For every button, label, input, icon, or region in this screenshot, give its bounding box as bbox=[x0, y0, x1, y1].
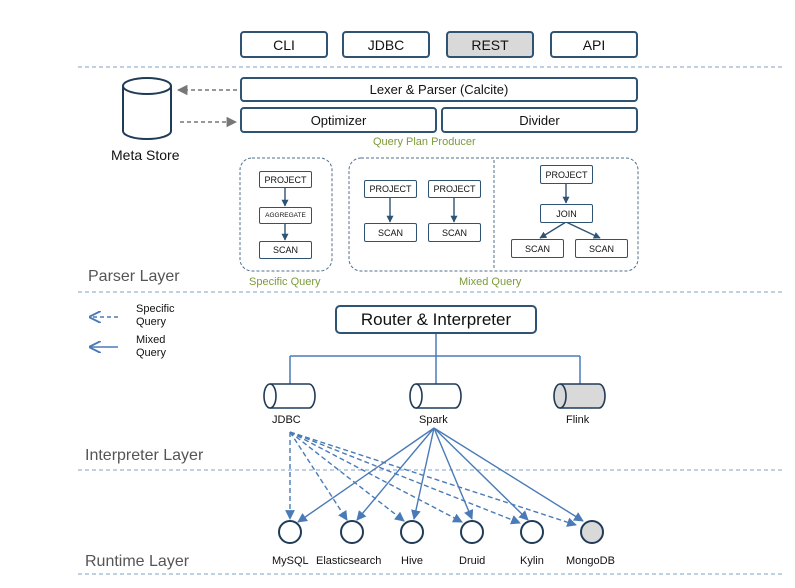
hive-node bbox=[400, 520, 424, 544]
legend-mixed-line2: Query bbox=[136, 347, 166, 359]
mixed-query-label: Mixed Query bbox=[459, 276, 522, 288]
plan-tree-edges bbox=[281, 184, 601, 241]
lexer-parser-box: Lexer & Parser (Calcite) bbox=[240, 77, 638, 102]
router-interpreter-box: Router & Interpreter bbox=[335, 305, 537, 334]
specific-aggregate-node: AGGREGATE bbox=[259, 207, 312, 224]
mixed-scan-node-a: SCAN bbox=[364, 223, 417, 242]
router-connectors bbox=[289, 333, 581, 384]
hive-label: Hive bbox=[401, 555, 424, 567]
meta-store-label: Meta Store bbox=[111, 147, 180, 163]
mysql-node bbox=[278, 520, 302, 544]
mixed-scan-node-d: SCAN bbox=[575, 239, 628, 258]
legend-mixed-line1: Mixed bbox=[136, 334, 166, 346]
rest-box: REST bbox=[446, 31, 534, 58]
mixed-query-group bbox=[348, 157, 639, 272]
api-box: API bbox=[550, 31, 638, 58]
jdbc-runtime-arrows bbox=[285, 431, 577, 527]
elasticsearch-node bbox=[340, 520, 364, 544]
legend-specific-line2: Query bbox=[136, 316, 166, 328]
mixed-project-node-c: PROJECT bbox=[540, 165, 593, 184]
mongodb-node bbox=[580, 520, 604, 544]
interpreter-layer-label: Interpreter Layer bbox=[85, 447, 204, 464]
spark-runtime-arrows bbox=[297, 427, 584, 523]
jdbc-interpreter-cylinder bbox=[263, 383, 316, 409]
meta-store-cylinder bbox=[122, 77, 172, 140]
specific-query-label: Specific Query bbox=[249, 276, 321, 288]
mixed-project-node-b: PROJECT bbox=[428, 180, 481, 198]
jdbc-interpreter-label: JDBC bbox=[272, 414, 301, 426]
spark-interpreter-label: Spark bbox=[419, 414, 448, 426]
specific-scan-node: SCAN bbox=[259, 241, 312, 259]
mixed-scan-node-c: SCAN bbox=[511, 239, 564, 258]
mixed-scan-node-b: SCAN bbox=[428, 223, 481, 242]
flink-interpreter-cylinder bbox=[553, 383, 606, 409]
parser-layer-label: Parser Layer bbox=[88, 268, 180, 285]
elasticsearch-label: Elasticsearch bbox=[316, 555, 382, 567]
layer-separators bbox=[78, 66, 782, 575]
mysql-label: MySQL bbox=[272, 555, 309, 567]
kylin-node bbox=[520, 520, 544, 544]
druid-node bbox=[460, 520, 484, 544]
mixed-project-node-a: PROJECT bbox=[364, 180, 417, 198]
legend-mixed-label: Mixed Query bbox=[136, 334, 166, 360]
flink-interpreter-label: Flink bbox=[566, 414, 590, 426]
legend-specific-label: Specific Query bbox=[136, 303, 175, 329]
runtime-layer-label: Runtime Layer bbox=[85, 553, 190, 570]
specific-query-group bbox=[239, 157, 333, 272]
spark-interpreter-cylinder bbox=[409, 383, 462, 409]
jdbc-box: JDBC bbox=[342, 31, 430, 58]
cli-box: CLI bbox=[240, 31, 328, 58]
mongodb-label: MongoDB bbox=[566, 555, 615, 567]
specific-project-node: PROJECT bbox=[259, 171, 312, 188]
join-node: JOIN bbox=[540, 204, 593, 223]
druid-label: Druid bbox=[459, 555, 486, 567]
divider-box: Divider bbox=[441, 107, 638, 133]
legend-specific-line1: Specific bbox=[136, 303, 175, 315]
query-plan-producer-label: Query Plan Producer bbox=[373, 136, 476, 148]
optimizer-box: Optimizer bbox=[240, 107, 437, 133]
kylin-label: Kylin bbox=[520, 555, 544, 567]
